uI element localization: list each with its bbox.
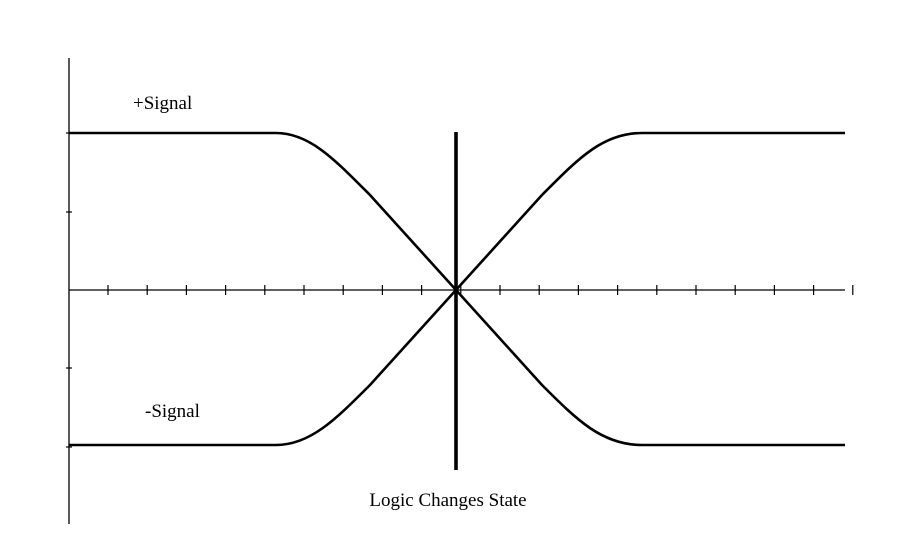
x-axis-ticks (107, 285, 854, 295)
positive-signal-curve (69, 131, 845, 447)
negative-signal-curve (69, 131, 845, 447)
crossover-label: Logic Changes State (369, 490, 526, 511)
negative-signal-label: -Signal (145, 401, 200, 422)
positive-signal-label: +Signal (133, 93, 192, 114)
